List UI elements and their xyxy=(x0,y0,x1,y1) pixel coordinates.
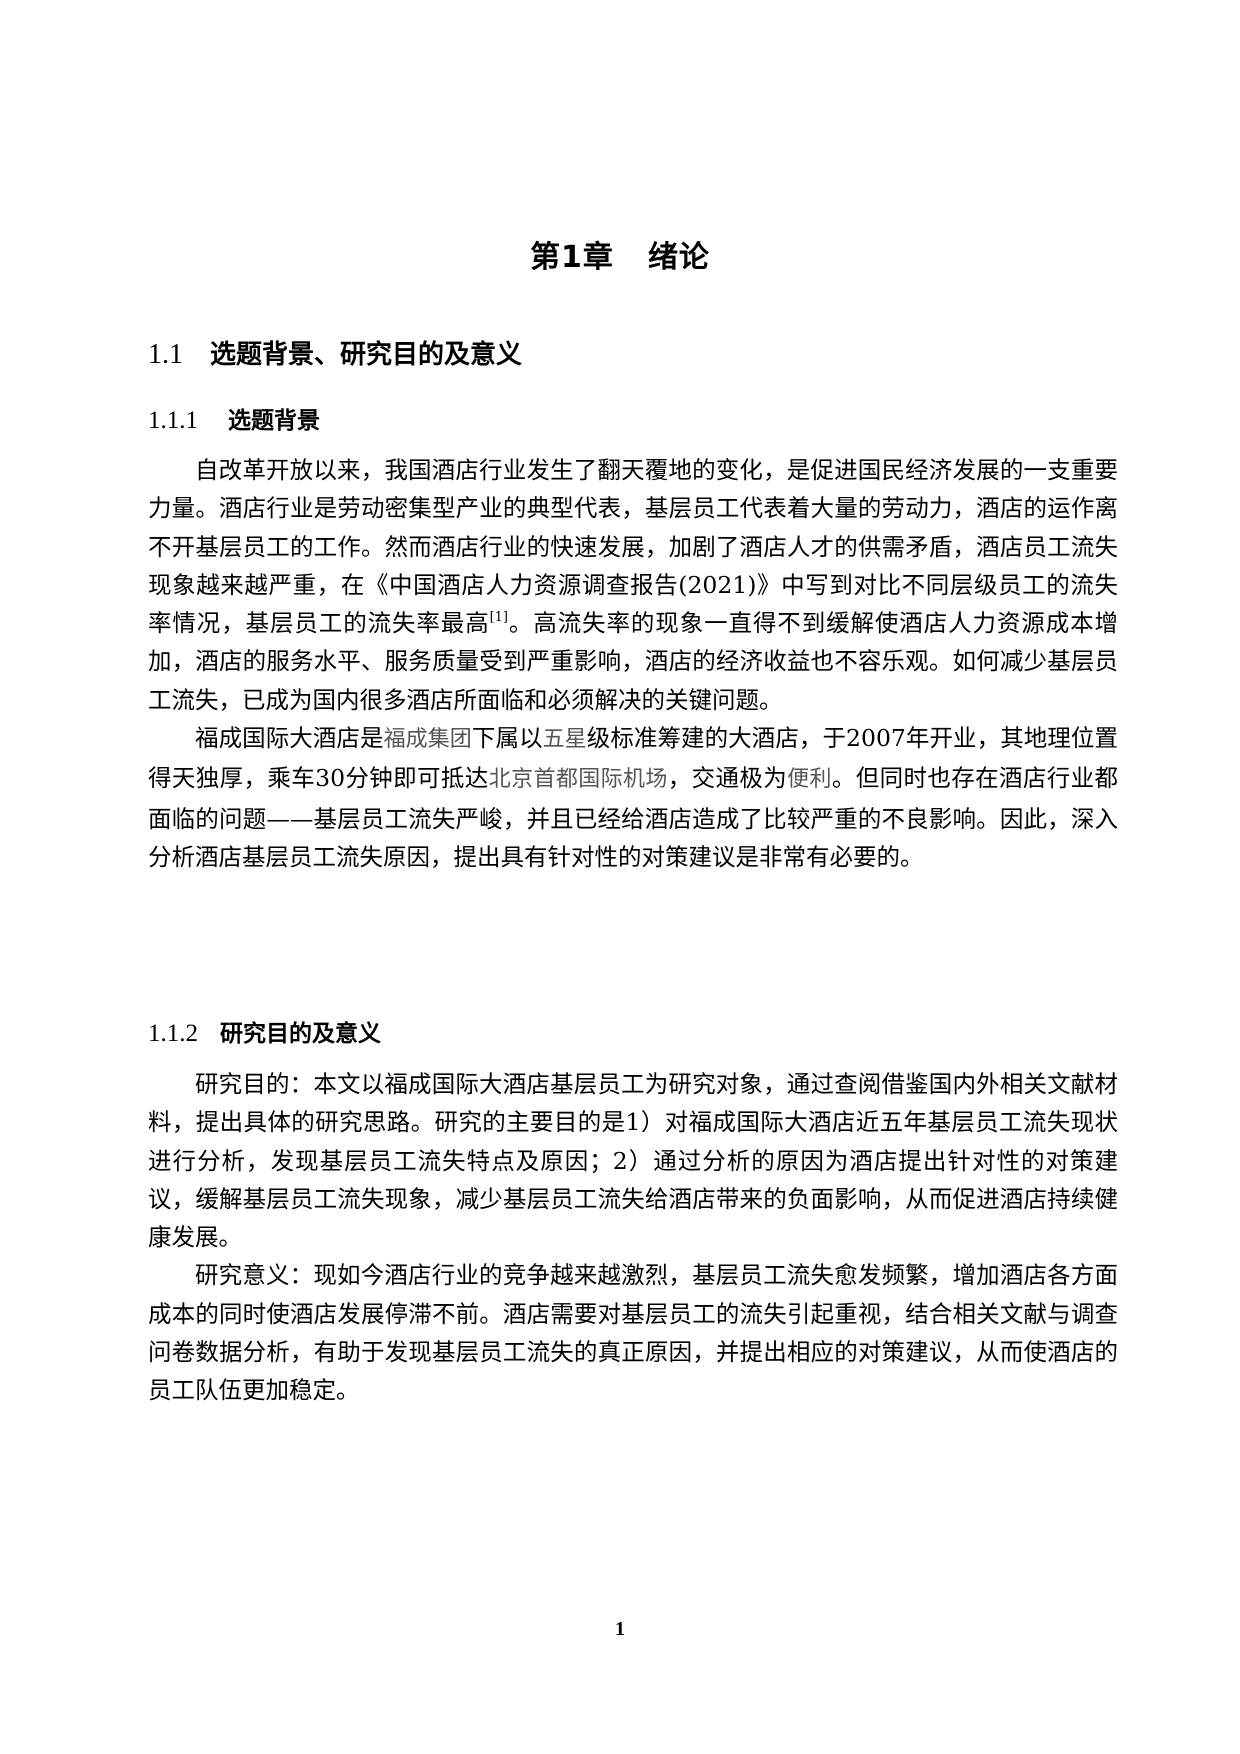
paragraph-text-light: 北京首都国际机场 xyxy=(488,767,668,793)
paragraph-text-light: 五星 xyxy=(542,727,587,753)
subsection-heading-1: 1.1.1 选题背景 xyxy=(148,405,320,437)
subsection-body-1: 自改革开放以来，我国酒店行业发生了翻天覆地的变化，是促进国民经济发展的一支重要力… xyxy=(148,451,1118,876)
paragraph-text: 下属以 xyxy=(471,724,543,753)
subsection-name: 研究目的及意义 xyxy=(220,1021,381,1047)
subsection-number: 1.1.2 xyxy=(148,1020,198,1047)
paragraph: 研究意义：现如今酒店行业的竞争越来越激烈，基层员工流失愈发频繁，增加酒店各方面成… xyxy=(148,1261,1118,1405)
citation-ref[interactable]: [1] xyxy=(489,610,509,626)
section-number: 1.1 xyxy=(148,339,183,370)
paragraph-text: 。高流失率的现象一直得不到缓解使酒店人力资源成本增加，酒店的服务水平、服务质量受… xyxy=(148,609,1119,714)
paragraph: 自改革开放以来，我国酒店行业发生了翻天覆地的变化，是促进国民经济发展的一支重要力… xyxy=(148,451,1118,719)
chapter-title: 第1章绪论 xyxy=(0,238,1240,278)
subsection-name: 选题背景 xyxy=(228,408,320,434)
subsection-body-2: 研究目的：本文以福成国际大酒店基层员工为研究对象，通过查阅借鉴国内外相关文献材料… xyxy=(148,1065,1118,1410)
paragraph-text: 福成国际大酒店是 xyxy=(195,724,384,753)
paragraph-text-light: 福成集团 xyxy=(383,727,472,753)
chapter-name: 绪论 xyxy=(647,240,710,275)
paragraph-text: 级标准筹建的大酒店，于2007年开业，其地理位置得天独厚，乘车30分钟即可抵达 xyxy=(148,724,1118,793)
section-heading: 1.1 选题背景、研究目的及意义 xyxy=(148,337,522,373)
subsection-number: 1.1.1 xyxy=(148,407,198,434)
paragraph-text: 自改革开放以来，我国酒店行业发生了翻天覆地的变化，是促进国民经济发展的一支重要力… xyxy=(148,456,1118,638)
paragraph-text-light: 便利 xyxy=(787,767,832,793)
paragraph: 研究目的：本文以福成国际大酒店基层员工为研究对象，通过查阅借鉴国内外相关文献材料… xyxy=(148,1070,1118,1252)
paragraph-text: ，交通极为 xyxy=(667,764,788,793)
chapter-number: 第1章 xyxy=(530,240,614,275)
paragraph: 福成国际大酒店是福成集团下属以五星级标准筹建的大酒店，于2007年开业，其地理位… xyxy=(148,719,1118,876)
section-name: 选题背景、研究目的及意义 xyxy=(210,340,523,370)
page-number: 1 xyxy=(615,1618,625,1640)
paragraph-text: 。但同时也存在酒店行业都面临的问题——基层员工流失严峻，并且已经给酒店造成了比较… xyxy=(148,764,1119,871)
subsection-heading-2: 1.1.2 研究目的及意义 xyxy=(148,1018,381,1050)
